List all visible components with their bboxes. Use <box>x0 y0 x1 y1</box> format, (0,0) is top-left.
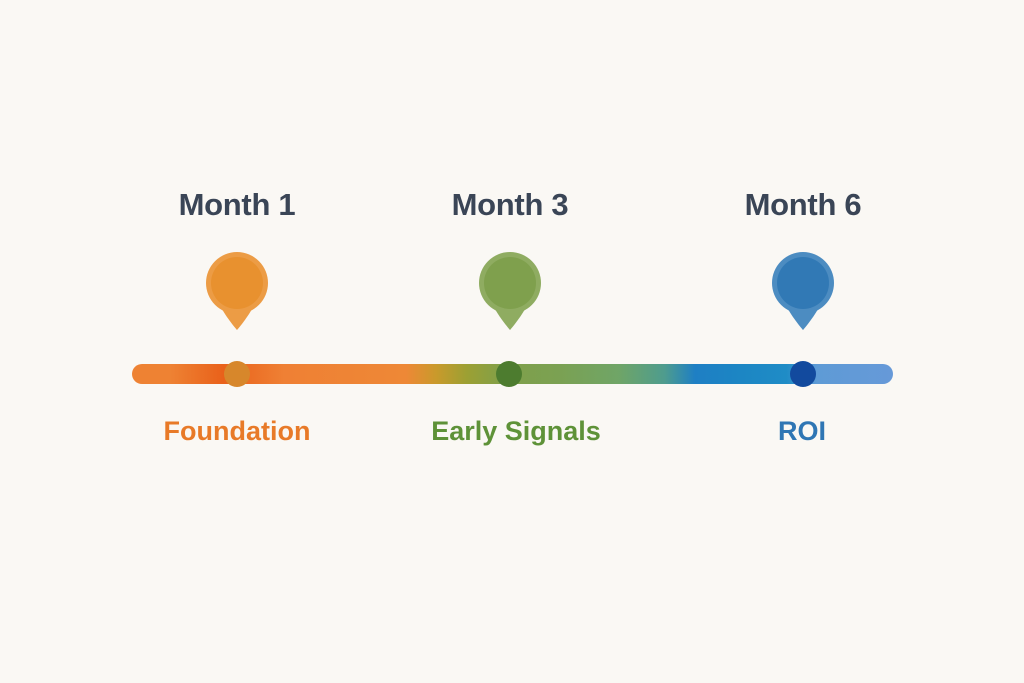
stage-label-1: Foundation <box>163 416 311 446</box>
month-label-2: Month 3 <box>451 187 569 222</box>
stage-label-3: ROI <box>777 416 826 446</box>
month-label-1: Month 1 <box>178 187 296 222</box>
map-pin-icon <box>206 252 268 330</box>
timeline-milestone-3: Month 6 <box>663 186 943 331</box>
timeline-node-dot-2[interactable] <box>496 361 522 387</box>
month-label-3: Month 6 <box>744 187 862 222</box>
map-pin-icon-2[interactable] <box>465 239 555 331</box>
timeline-milestone-1: Month 1 <box>97 186 377 331</box>
map-pin-icon <box>479 252 541 330</box>
timeline-milestone-2: Month 3 <box>370 186 650 331</box>
timeline-node-dot-3[interactable] <box>790 361 816 387</box>
stage-label-2: Early Signals <box>431 416 601 446</box>
map-pin-icon-1[interactable] <box>192 239 282 331</box>
map-pin-icon-3[interactable] <box>758 239 848 331</box>
map-pin-icon <box>772 252 834 330</box>
timeline-node-dot-1[interactable] <box>224 361 250 387</box>
